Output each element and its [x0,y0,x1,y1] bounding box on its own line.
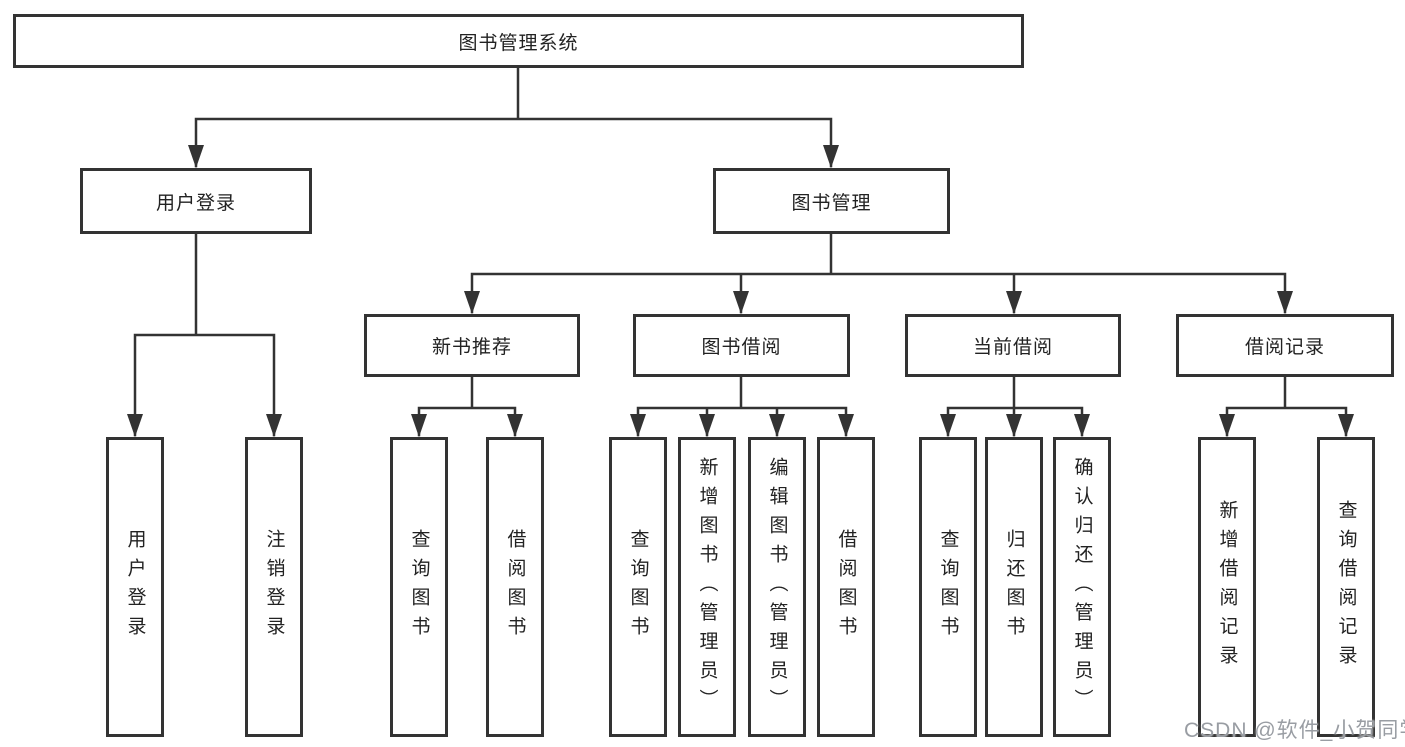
leaf-query-book-current-label: 查询图书 [937,529,959,645]
leaf-query-book-current: 查询图书 [919,437,977,737]
leaf-borrow-book: 借阅图书 [817,437,875,737]
node-user-login: 用户登录 [80,168,312,234]
leaf-add-book-admin: 新增图书（管理员） [678,437,736,737]
csdn-watermark: CSDN @软件_小贺同学 [1184,719,1405,742]
connector-book-management [470,232,1287,314]
leaf-query-borrow-record-label: 查询借阅记录 [1335,500,1357,674]
leaf-borrow-book-label: 借阅图书 [835,529,857,645]
node-current-borrow-label: 当前借阅 [972,337,1053,358]
connector-user-login [133,232,276,437]
connector-borrow-records [1225,375,1348,437]
leaf-edit-book-admin: 编辑图书（管理员） [748,437,806,737]
node-new-book-recommend: 新书推荐 [364,314,580,377]
leaf-return-book: 归还图书 [985,437,1043,737]
node-book-borrow: 图书借阅 [633,314,850,377]
leaf-query-book-borrow-label: 查询图书 [627,529,649,645]
node-root: 图书管理系统 [13,14,1024,68]
leaf-add-borrow-record-label: 新增借阅记录 [1216,500,1238,674]
node-borrow-records: 借阅记录 [1176,314,1394,377]
node-borrow-records-label: 借阅记录 [1244,337,1325,358]
connector-new-book-recommend [417,375,517,437]
leaf-logout-label: 注销登录 [263,529,285,645]
leaf-return-book-label: 归还图书 [1003,529,1025,645]
leaf-edit-book-admin-label: 编辑图书（管理员） [766,456,788,718]
leaf-confirm-return-admin-label: 确认归还（管理员） [1071,456,1093,718]
connector-book-borrow [636,375,848,437]
connector-current-borrow [946,375,1084,437]
node-root-label: 图书管理系统 [458,32,579,54]
leaf-logout: 注销登录 [245,437,303,737]
leaf-query-book-borrow: 查询图书 [609,437,667,737]
node-new-book-recommend-label: 新书推荐 [431,337,512,358]
leaf-borrow-book-recommend: 借阅图书 [486,437,544,737]
leaf-confirm-return-admin: 确认归还（管理员） [1053,437,1111,737]
leaf-user-login-label: 用户登录 [124,529,146,645]
node-book-borrow-label: 图书借阅 [701,337,782,358]
leaf-add-borrow-record: 新增借阅记录 [1198,437,1256,737]
node-current-borrow: 当前借阅 [905,314,1121,377]
leaf-borrow-book-recommend-label: 借阅图书 [504,529,526,645]
leaf-query-borrow-record: 查询借阅记录 [1317,437,1375,737]
leaf-add-book-admin-label: 新增图书（管理员） [696,456,718,718]
node-book-management: 图书管理 [713,168,950,234]
node-book-management-label: 图书管理 [791,192,872,214]
leaf-query-book-recommend-label: 查询图书 [408,529,430,645]
connector-root [194,66,833,168]
leaf-query-book-recommend: 查询图书 [390,437,448,737]
leaf-user-login: 用户登录 [106,437,164,737]
node-user-login-label: 用户登录 [155,192,236,214]
